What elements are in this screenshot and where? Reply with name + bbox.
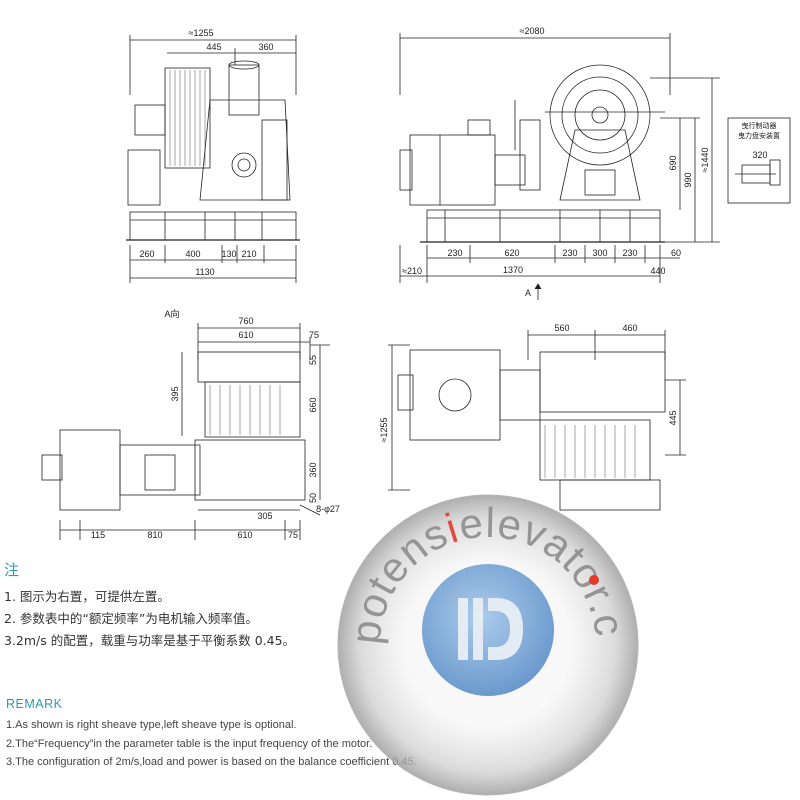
dim-plan-b-top-a: 560 — [554, 323, 569, 333]
dim-side-bottom-2: 620 — [504, 248, 519, 258]
dim-front-bottom-2: 400 — [185, 249, 200, 259]
notes-title: 注 — [4, 562, 20, 579]
note-line-3: 3.2m/s 的配置，载重与功率是基于平衡系数 0.45。 — [4, 633, 296, 648]
dim-side-left: ≈210 — [402, 266, 422, 276]
watermark-emblem-mark — [458, 598, 523, 660]
dim-side-bottom-6: 440 — [650, 266, 665, 276]
watermark-letter: p — [342, 617, 391, 646]
dim-plan-a-right-4: 50 — [308, 493, 318, 503]
dim-plan-a-bottom-2: 810 — [147, 530, 162, 540]
dim-plan-a-top-3: 75 — [309, 330, 319, 340]
dim-plan-a-top-2: 610 — [238, 330, 253, 340]
dim-plan-a-right-3: 360 — [308, 462, 318, 477]
remark-line-3: 3.The configuration of 2m/s,load and pow… — [6, 756, 417, 768]
watermark-logo: potensielevator.com — [318, 470, 639, 796]
side-view — [399, 33, 720, 300]
dim-side-h1: 690 — [668, 155, 678, 170]
plan-view-a — [41, 323, 330, 540]
dim-side-h3: ≈1440 — [700, 148, 710, 173]
dim-front-overall: ≈1255 — [189, 28, 214, 38]
dim-front-total: 1130 — [195, 267, 214, 277]
remark-section: REMARK 1.As shown is right sheave type,l… — [6, 696, 566, 772]
dim-plan-a-bottom-4: 75 — [288, 530, 298, 540]
dim-plan-a-bottom-3: 610 — [237, 530, 252, 540]
watermark-dot — [589, 575, 599, 585]
dim-front-top-b: 360 — [258, 42, 273, 52]
technical-drawing: ≈1255 445 360 260 400 130 210 1130 ≈2080… — [41, 26, 791, 540]
dim-side-total: 1370 — [503, 265, 523, 275]
dim-side-overall: ≈2080 — [520, 26, 545, 36]
dim-side-h2: 990 — [683, 172, 693, 187]
front-view — [126, 35, 300, 283]
inset-detail — [727, 117, 791, 204]
watermark-letter: m — [318, 470, 336, 479]
dim-front-bottom-4: 210 — [241, 249, 256, 259]
remark-line-1: 1.As shown is right sheave type,left she… — [6, 719, 297, 731]
dim-plan-a-left: 395 — [170, 386, 180, 401]
dim-plan-b-left: ≈1255 — [379, 418, 389, 443]
remark-title: REMARK — [6, 697, 63, 711]
dim-plan-a-mid: 305 — [257, 511, 272, 521]
inset-title-2: 曳力盘安装置 — [738, 131, 780, 140]
dim-front-bottom-1: 260 — [139, 249, 154, 259]
watermark-letter: o — [318, 470, 330, 479]
view-arrow-label: A — [525, 288, 531, 298]
dim-plan-b-top-b: 460 — [622, 323, 637, 333]
dim-side-bottom-7: 60 — [671, 248, 681, 258]
inset-title-1: 曳行制动器 — [742, 121, 777, 130]
dim-side-bottom-5: 230 — [622, 248, 637, 258]
dim-side-bottom-1: 230 — [447, 248, 462, 258]
note-line-2: 2. 参数表中的“额定频率”为电机输入频率值。 — [4, 611, 258, 626]
dim-front-top-a: 445 — [206, 42, 221, 52]
inset-dim: 320 — [752, 150, 767, 160]
watermark-emblem — [422, 564, 554, 696]
note-line-1: 1. 图示为右置，可提供左置。 — [4, 589, 170, 604]
plan-a-title: A向 — [164, 308, 179, 319]
dim-plan-a-right-2: 660 — [308, 397, 318, 412]
notes-section: 注 1. 图示为右置，可提供左置。 2. 参数表中的“额定频率”为电机输入频率值… — [4, 562, 424, 652]
dim-plan-b-right: 445 — [668, 410, 678, 425]
dim-side-bottom-3: 230 — [562, 248, 577, 258]
dim-plan-a-top-1: 760 — [238, 316, 253, 326]
remark-line-2: 2.The“Frequency”in the parameter table i… — [6, 737, 373, 750]
dim-plan-a-right-1: 55 — [308, 355, 318, 365]
plan-view-b — [388, 330, 686, 511]
watermark-letter: l — [485, 499, 496, 546]
dim-front-bottom-3: 130 — [221, 249, 236, 259]
plan-a-hole-spec: 8-φ27 — [316, 504, 340, 514]
dim-plan-a-bottom-1: 115 — [91, 530, 105, 540]
dim-side-bottom-4: 300 — [592, 248, 607, 258]
